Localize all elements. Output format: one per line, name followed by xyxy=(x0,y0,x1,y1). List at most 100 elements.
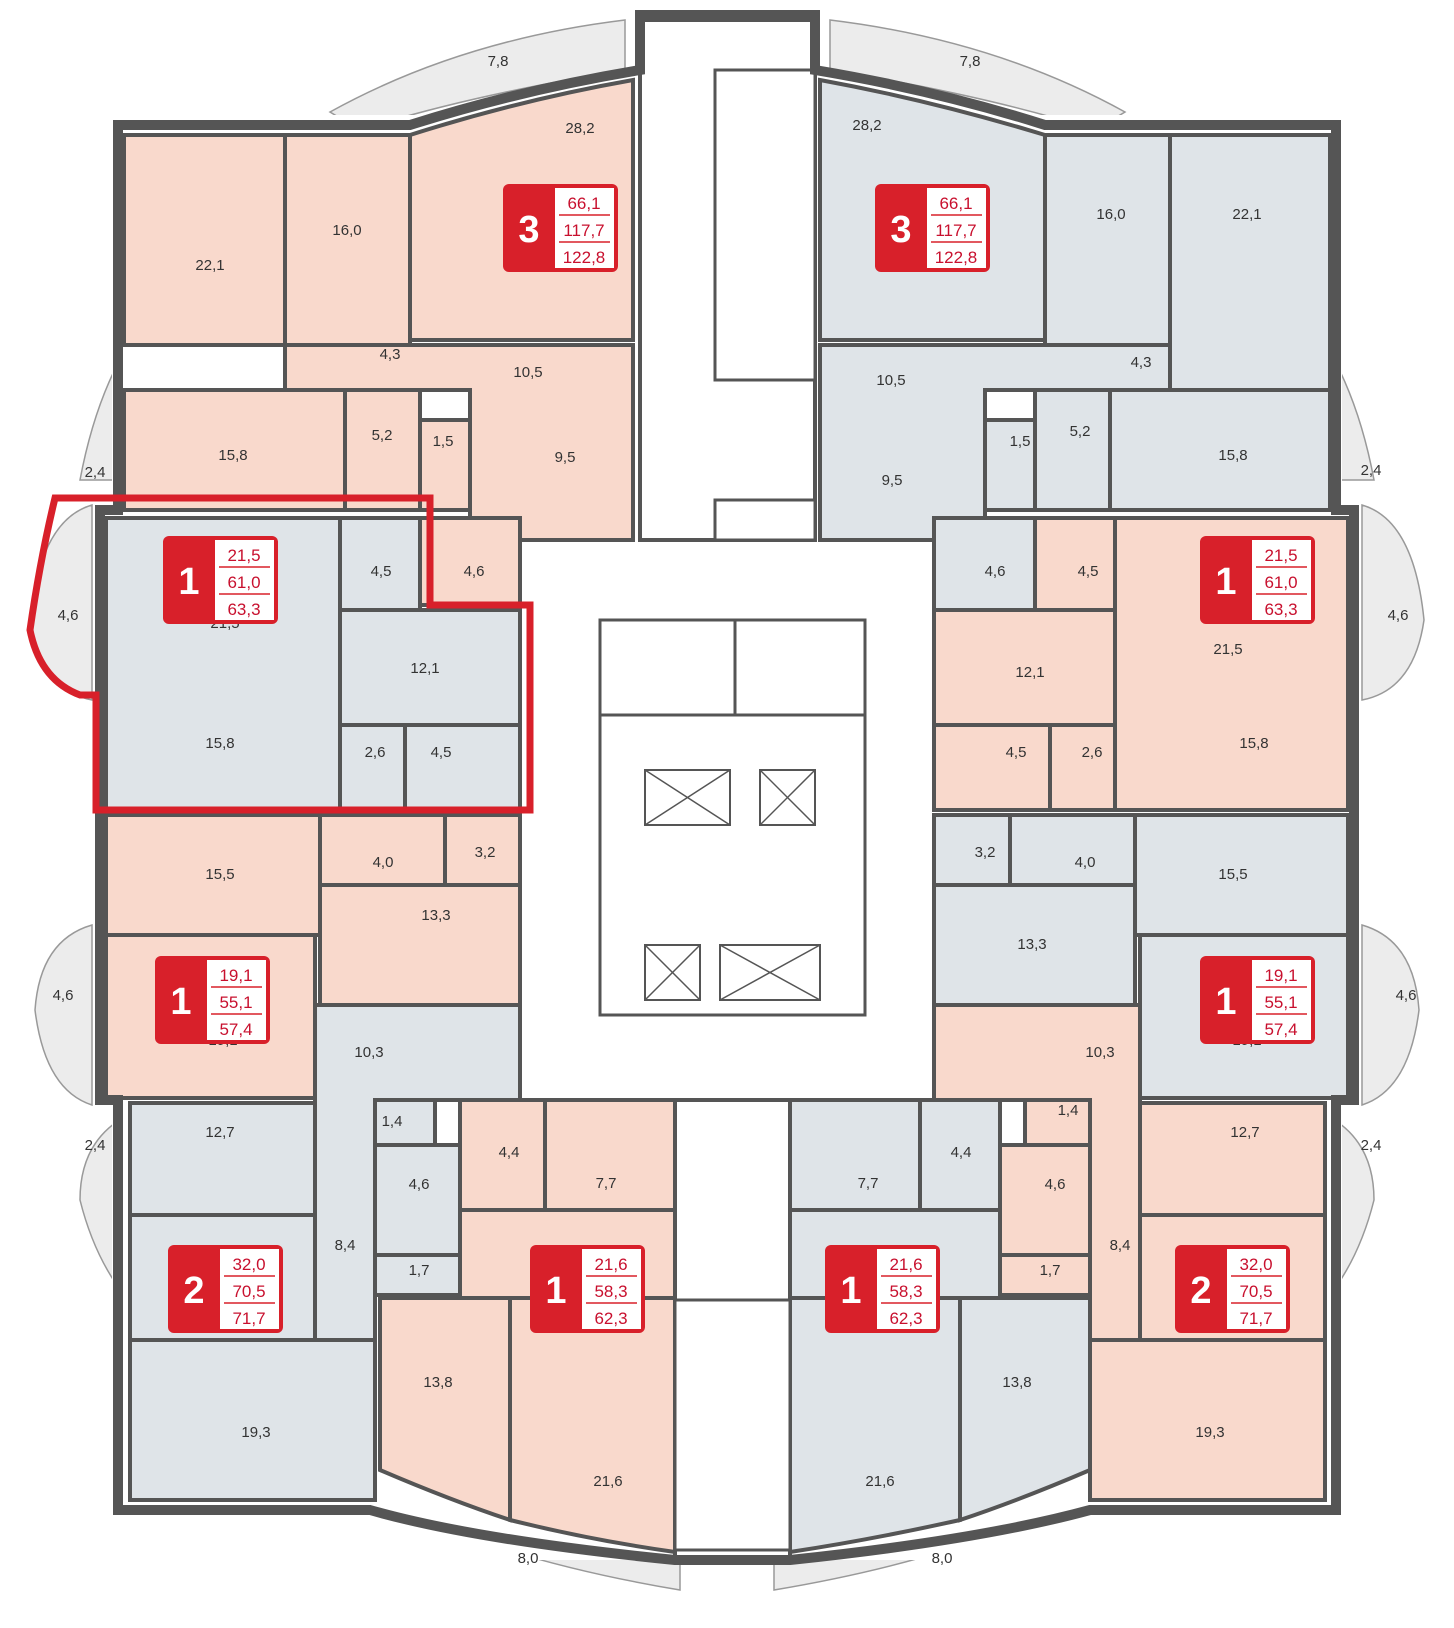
badge-living-area: 21,6 xyxy=(889,1255,922,1274)
room-area-label: 4,3 xyxy=(380,346,401,363)
badge-living-area: 66,1 xyxy=(567,194,600,213)
room-area-label: 1,4 xyxy=(1058,1102,1079,1119)
elevator-shaft-2 xyxy=(759,769,816,826)
elevator-shaft-1 xyxy=(644,769,731,826)
balcony-area-label: 8,0 xyxy=(518,1550,539,1567)
badge-area-panel xyxy=(1252,540,1311,620)
apartment-badge[interactable]: 121,561,063,3 xyxy=(163,536,278,624)
room-area-label: 1,4 xyxy=(382,1113,403,1130)
elevator-lobby xyxy=(598,618,867,1017)
room-area-label: 28,2 xyxy=(565,120,594,137)
apartment-badge[interactable]: 119,155,157,4 xyxy=(1200,956,1315,1044)
room-s2-216 xyxy=(788,1296,962,1555)
badge-total-area: 58,3 xyxy=(889,1282,922,1301)
room-count: 3 xyxy=(890,209,911,251)
selected-apartment-outline[interactable] xyxy=(26,494,534,814)
balcony-east-1 xyxy=(1361,504,1425,701)
badge-full-area: 63,3 xyxy=(227,600,260,619)
badge-living-area: 32,0 xyxy=(232,1255,265,1274)
room-se-127 xyxy=(1138,1101,1327,1217)
room-area-label: 4,6 xyxy=(985,563,1006,580)
apartment-badge[interactable]: 121,658,362,3 xyxy=(530,1245,645,1333)
room-area-label: 4,4 xyxy=(499,1144,520,1161)
room-area-label: 12,1 xyxy=(410,660,439,677)
room-e2-32 xyxy=(932,813,1012,887)
balcony-area-label: 7,8 xyxy=(960,53,981,70)
room-count: 1 xyxy=(1215,981,1236,1023)
room-area-label: 2,6 xyxy=(1082,744,1103,761)
badge-living-area: 19,1 xyxy=(1264,966,1297,985)
room-area-label: 3,2 xyxy=(475,844,496,861)
room-e1-45a xyxy=(1033,516,1117,612)
room-area-label: 12,7 xyxy=(205,1124,234,1141)
room-area-label: 21,6 xyxy=(865,1473,894,1490)
room-area-label: 15,8 xyxy=(218,447,247,464)
badge-living-area: 66,1 xyxy=(939,194,972,213)
room-area-label: 10,3 xyxy=(1085,1044,1114,1061)
apartment-badge[interactable]: 232,070,571,7 xyxy=(168,1245,283,1333)
room-area-label: 4,5 xyxy=(1006,744,1027,761)
room-nw-wc xyxy=(418,418,472,512)
room-area-label: 4,3 xyxy=(1131,354,1152,371)
room-area-label: 3,2 xyxy=(975,844,996,861)
badge-full-area: 71,7 xyxy=(232,1309,265,1328)
room-area-label: 15,5 xyxy=(205,866,234,883)
badge-living-area: 21,5 xyxy=(1264,546,1297,565)
badge-area-panel xyxy=(877,1249,936,1329)
room-area-label: 13,8 xyxy=(423,1374,452,1391)
room-area-label: 12,7 xyxy=(1230,1124,1259,1141)
balcony-area-label: 4,6 xyxy=(1396,987,1417,1004)
room-area-label: 4,5 xyxy=(371,563,392,580)
apartment-badge[interactable]: 232,070,571,7 xyxy=(1175,1245,1290,1333)
room-count: 1 xyxy=(170,981,191,1023)
badge-area-panel xyxy=(927,188,986,268)
north-stair-flight xyxy=(713,68,817,382)
badge-area-panel xyxy=(582,1249,641,1329)
balcony-west-2 xyxy=(34,924,93,1107)
building-core xyxy=(598,18,867,1562)
room-area-label: 1,5 xyxy=(1010,433,1031,450)
room-area-label: 1,5 xyxy=(433,433,454,450)
elevator-shaft-3 xyxy=(644,944,701,1001)
room-se-17 xyxy=(998,1253,1092,1297)
room-count: 2 xyxy=(1190,1270,1211,1312)
room-area-label: 21,6 xyxy=(593,1473,622,1490)
balcony-east-2 xyxy=(1361,924,1420,1107)
room-area-label: 13,8 xyxy=(1002,1374,1031,1391)
apartment-badge[interactable]: 121,561,063,3 xyxy=(1200,536,1315,624)
room-area-label: 8,4 xyxy=(1110,1237,1131,1254)
room-area-label: 12,1 xyxy=(1015,664,1044,681)
room-se-193 xyxy=(1088,1338,1327,1502)
room-area-label: 16,0 xyxy=(1096,206,1125,223)
room-area-label: 4,6 xyxy=(409,1176,430,1193)
room-area-label: 13,3 xyxy=(421,907,450,924)
badge-area-panel xyxy=(1252,960,1311,1040)
badge-total-area: 58,3 xyxy=(594,1282,627,1301)
balcony-north-west xyxy=(328,19,626,131)
apartment-badge[interactable]: 119,155,157,4 xyxy=(155,956,270,1044)
badge-total-area: 61,0 xyxy=(1264,573,1297,592)
balcony-area-label: 7,8 xyxy=(488,53,509,70)
room-area-label: 15,8 xyxy=(1218,447,1247,464)
balcony-area-label: 4,6 xyxy=(1388,607,1409,624)
badge-total-area: 55,1 xyxy=(1264,993,1297,1012)
room-area-label: 19,3 xyxy=(1195,1424,1224,1441)
room-nw-221 xyxy=(122,133,287,347)
apartment-badges[interactable]: 366,1117,7122,8366,1117,7122,8121,561,06… xyxy=(155,184,1315,1333)
badge-area-panel xyxy=(207,960,266,1040)
badge-total-area: 117,7 xyxy=(935,221,976,240)
room-area-label: 4,0 xyxy=(1075,854,1096,871)
room-count: 1 xyxy=(545,1270,566,1312)
badge-total-area: 117,7 xyxy=(563,221,604,240)
room-w2-bath xyxy=(318,813,447,887)
badge-full-area: 122,8 xyxy=(563,248,606,267)
badge-full-area: 71,7 xyxy=(1239,1309,1272,1328)
room-area-label: 19,3 xyxy=(241,1424,270,1441)
room-area-label: 2,6 xyxy=(365,744,386,761)
room-ne-bath xyxy=(1033,388,1112,512)
room-area-label: 22,1 xyxy=(1232,206,1261,223)
apartment-badge[interactable]: 121,658,362,3 xyxy=(825,1245,940,1333)
